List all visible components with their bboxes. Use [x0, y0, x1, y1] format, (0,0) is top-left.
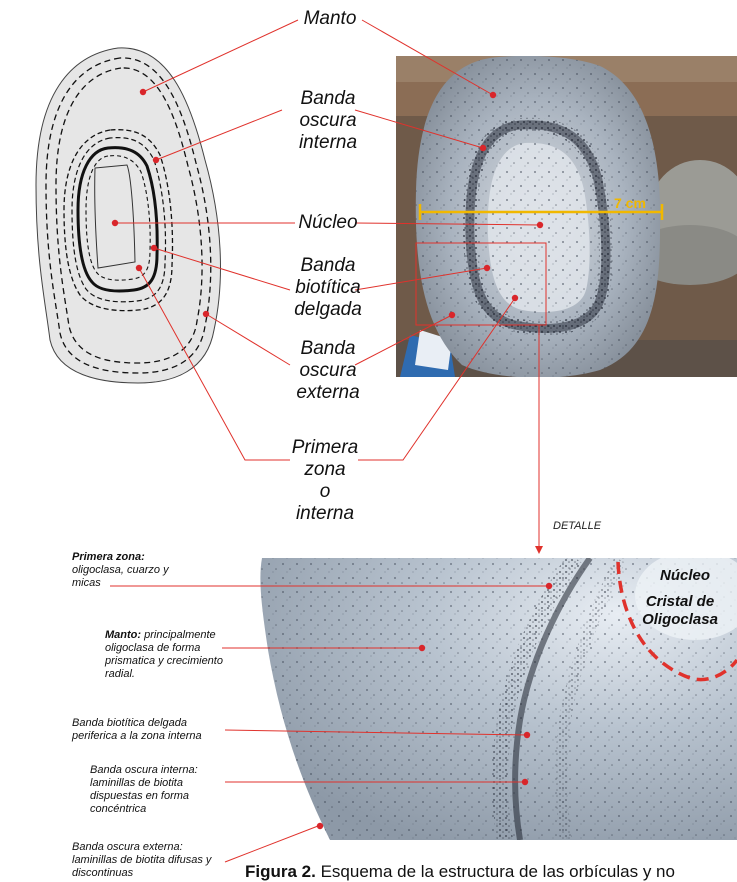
label-line: Banda: [268, 88, 388, 110]
note-banda-oscura-interna: Banda oscura interna: laminillas de biot…: [90, 764, 230, 816]
detail-label-cristal: Cristal de Oligoclasa: [625, 593, 735, 629]
note-title: Primera zona:: [72, 551, 145, 563]
label-line: oscura: [268, 110, 388, 132]
label-line: Cristal de: [625, 593, 735, 611]
label-line: o: [265, 481, 385, 503]
label-line: Oligoclasa: [625, 611, 735, 629]
label-line: biotítica: [268, 277, 388, 299]
note-banda-biotitica: Banda biotítica delgada periferica a la …: [72, 717, 227, 743]
label-line: externa: [268, 382, 388, 404]
label-line: Banda: [268, 338, 388, 360]
figure-caption: Figura 2. Esquema de la estructura de la…: [245, 862, 675, 882]
label-line: oscura: [268, 360, 388, 382]
scale-label: 7 cm: [614, 195, 646, 211]
caption-text: Esquema de la estructura de las orbícula…: [321, 862, 675, 881]
orbicule-photo: [396, 56, 737, 378]
detalle-label: DETALLE: [553, 520, 601, 532]
label-line: Primera: [265, 437, 385, 459]
label-manto: Manto: [270, 8, 390, 30]
label-line: interna: [268, 132, 388, 154]
note-title: Manto:: [105, 629, 141, 641]
label-line: interna: [265, 503, 385, 525]
label-line: zona: [265, 459, 385, 481]
note-manto: Manto: principalmente oligoclasa de form…: [105, 629, 240, 681]
schematic-core: [95, 165, 135, 268]
note-banda-oscura-externa: Banda oscura externa: laminillas de biot…: [72, 841, 212, 880]
label-banda-biotitica: Banda biotítica delgada: [268, 255, 388, 321]
note-text: oligoclasa, cuarzo y micas: [72, 564, 169, 589]
label-banda-oscura-externa: Banda oscura externa: [268, 338, 388, 404]
label-banda-oscura-interna: Banda oscura interna: [268, 88, 388, 154]
schematic-orbicule: [36, 48, 220, 383]
label-line: Banda: [268, 255, 388, 277]
note-primera-zona: Primera zona: oligoclasa, cuarzo y micas: [72, 551, 197, 590]
caption-prefix: Figura 2.: [245, 862, 316, 881]
label-primera-zona: Primera zona o interna: [265, 437, 385, 525]
label-line: delgada: [268, 299, 388, 321]
label-nucleo: Núcleo: [268, 212, 388, 234]
detail-label-nucleo: Núcleo: [640, 567, 730, 584]
